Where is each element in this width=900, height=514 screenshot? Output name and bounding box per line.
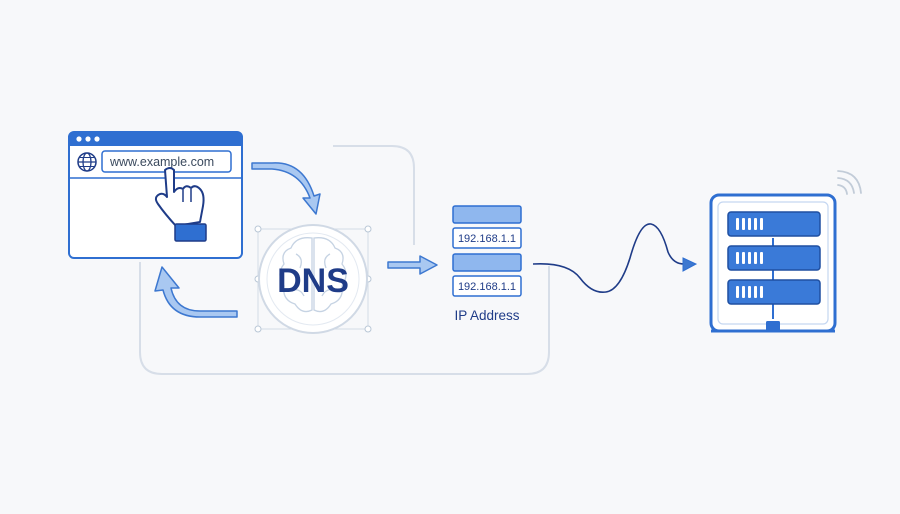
server-rack-unit — [727, 211, 821, 237]
ip-address-stack: 192.168.1.1 192.168.1.1 IP Address — [452, 205, 522, 323]
resolve-arrow — [387, 255, 438, 275]
dns-node: DNS — [254, 224, 372, 334]
ip-slot — [452, 205, 522, 224]
brain-icon — [279, 237, 347, 313]
server-rack-unit — [727, 245, 821, 271]
url-text: www.example.com — [109, 155, 214, 169]
ip-entry-text: 192.168.1.1 — [458, 233, 516, 245]
ip-entry-text: 192.168.1.1 — [458, 281, 516, 293]
query-arrow — [251, 162, 321, 215]
browser-window: www.example.com — [68, 131, 243, 259]
dns-label: DNS — [277, 262, 349, 300]
wave-arrowhead — [682, 257, 698, 272]
wifi-signal-icon — [837, 170, 862, 195]
server-icon — [709, 193, 837, 333]
window-control-dots — [76, 136, 100, 142]
wave-connection — [532, 223, 698, 294]
ip-address-caption: IP Address — [454, 308, 519, 323]
ip-entry — [452, 227, 522, 249]
ip-slot — [452, 253, 522, 272]
ip-entry — [452, 275, 522, 297]
hand-cursor-icon — [154, 167, 207, 242]
globe-icon — [77, 152, 97, 172]
loop-connector — [139, 145, 550, 375]
response-arrow — [154, 266, 238, 318]
server-rack-unit — [727, 279, 821, 305]
